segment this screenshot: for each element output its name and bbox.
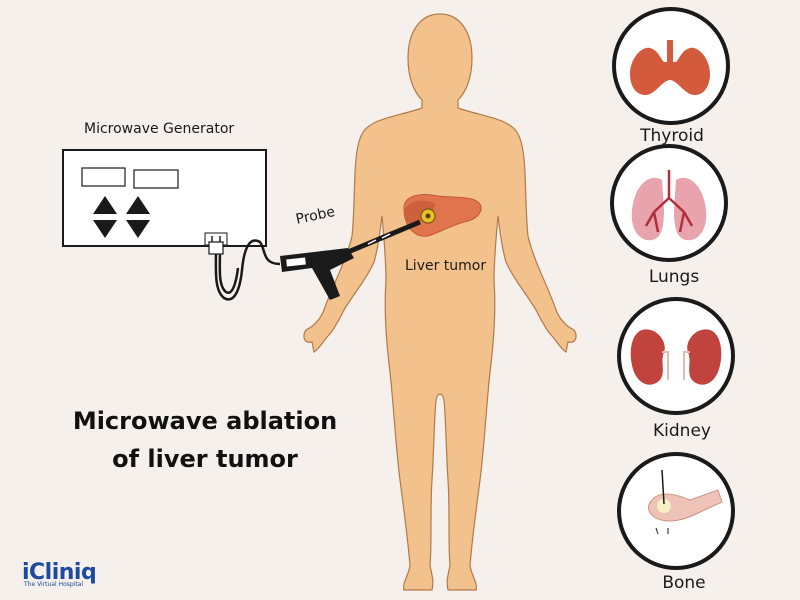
liver	[403, 194, 482, 237]
logo-name: iCliniq	[22, 560, 97, 585]
lungs-icon	[631, 170, 707, 241]
title-line-1: Microwave ablation	[72, 407, 338, 435]
brand-logo: iCliniq The Virtual Hospital	[22, 560, 97, 588]
organ-label-kidney: Kidney	[653, 421, 711, 441]
plug-icon	[208, 236, 224, 255]
display-right	[133, 169, 179, 189]
organ-lungs	[610, 144, 728, 262]
organ-bone	[617, 452, 735, 570]
bone-icon	[648, 469, 723, 535]
probe-cable	[214, 239, 281, 301]
human-body	[303, 13, 577, 591]
arrow-up-down-icon	[93, 196, 117, 238]
ablation-probe	[280, 219, 421, 300]
arrow-up-down-icon	[126, 196, 150, 238]
kidney-icon	[630, 329, 722, 385]
generator-label: Microwave Generator	[84, 121, 235, 137]
diagram-title: Microwave ablation of liver tumor	[40, 402, 370, 478]
thyroid-icon	[630, 40, 710, 96]
tumor-label: Liver tumor	[405, 258, 487, 274]
organ-label-bone: Bone	[662, 573, 706, 593]
organ-kidney	[617, 297, 735, 415]
logo-tagline: The Virtual Hospital	[24, 581, 84, 588]
organ-label-lungs: Lungs	[648, 267, 700, 287]
organ-label-thyroid: Thyroid	[640, 126, 704, 146]
title-line-2: of liver tumor	[112, 445, 298, 473]
organ-thyroid	[612, 7, 730, 125]
display-left	[81, 167, 126, 187]
liver-tumor	[420, 208, 436, 224]
microwave-generator	[62, 149, 267, 247]
